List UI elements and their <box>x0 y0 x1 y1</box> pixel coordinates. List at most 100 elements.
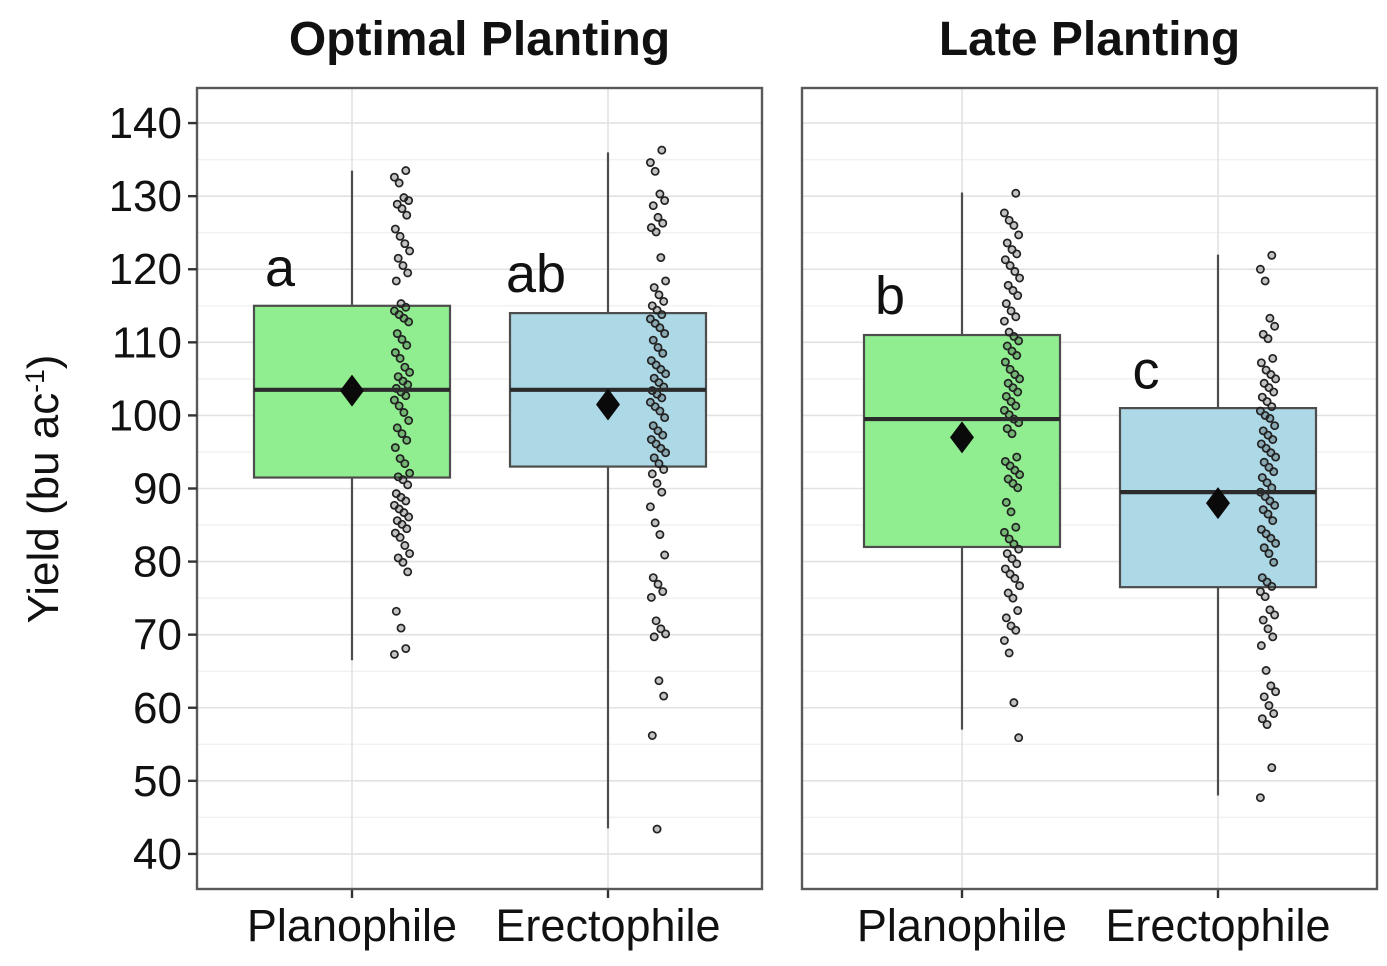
data-point <box>654 676 664 686</box>
data-point <box>395 231 405 241</box>
panel-title-optimal-planting: Optimal Planting <box>288 13 671 66</box>
data-point <box>394 401 404 411</box>
data-point <box>1260 592 1270 602</box>
data-point <box>1012 351 1022 360</box>
data-point <box>401 166 411 176</box>
data-point <box>392 329 402 339</box>
data-point <box>648 335 658 345</box>
data-point <box>659 296 669 306</box>
x-category-label: Planophile <box>857 900 1067 951</box>
mean-diamond <box>596 388 620 421</box>
data-point <box>1015 273 1025 283</box>
data-point <box>404 416 414 425</box>
data-point <box>405 246 415 256</box>
data-point <box>653 579 663 589</box>
data-point <box>1014 544 1024 554</box>
data-point <box>397 334 407 344</box>
data-point <box>1267 581 1277 591</box>
data-point <box>1262 720 1272 730</box>
data-point <box>1264 549 1274 558</box>
data-point <box>1255 264 1265 274</box>
y-tick-label: 110 <box>112 318 182 367</box>
data-point <box>402 524 412 534</box>
data-point <box>651 227 661 237</box>
data-point <box>1267 250 1277 260</box>
data-point <box>660 413 670 423</box>
data-point <box>1271 687 1281 697</box>
y-tick-label: 100 <box>109 391 182 440</box>
data-point <box>1000 255 1010 265</box>
data-point <box>1259 543 1269 553</box>
data-point <box>1268 353 1278 363</box>
data-point <box>1266 681 1276 691</box>
data-point <box>653 342 663 352</box>
data-point <box>1265 313 1275 323</box>
data-point <box>1263 334 1273 344</box>
data-point <box>397 204 407 214</box>
data-point <box>1013 387 1023 397</box>
data-point <box>1011 188 1021 198</box>
data-point <box>392 423 402 433</box>
data-point <box>390 348 400 358</box>
data-point <box>398 261 408 271</box>
y-tick-label: 140 <box>109 99 182 148</box>
data-point <box>661 448 671 458</box>
data-point <box>655 530 665 539</box>
data-point <box>649 632 659 642</box>
data-point <box>391 276 401 286</box>
data-point <box>999 636 1009 645</box>
data-point <box>396 623 406 633</box>
data-point <box>655 406 665 416</box>
data-point <box>1268 435 1278 444</box>
data-point <box>661 276 671 286</box>
data-point <box>660 196 670 205</box>
data-point <box>649 283 659 292</box>
data-point <box>1013 291 1023 301</box>
data-point <box>656 253 666 263</box>
data-point <box>403 268 413 278</box>
data-point <box>1006 306 1016 316</box>
data-point <box>1013 483 1023 493</box>
data-point <box>655 323 665 333</box>
data-point <box>1010 573 1020 583</box>
data-point <box>649 453 659 463</box>
data-point <box>654 290 664 300</box>
data-point <box>999 208 1009 218</box>
data-point <box>404 512 414 522</box>
data-point <box>647 731 657 740</box>
data-point <box>1263 624 1273 634</box>
data-point <box>1012 452 1022 462</box>
data-point <box>657 487 667 497</box>
data-point <box>1014 336 1024 346</box>
x-category-label: Erectophile <box>1105 900 1330 951</box>
data-point <box>658 348 668 358</box>
data-point <box>1269 467 1279 477</box>
panel-border <box>800 86 1379 891</box>
data-point <box>401 644 411 654</box>
data-point <box>394 178 404 188</box>
x-category-label: Planophile <box>247 900 457 951</box>
data-point <box>1257 714 1267 724</box>
data-point <box>1013 606 1023 616</box>
data-point <box>1009 698 1019 708</box>
data-point <box>657 393 667 403</box>
data-point <box>403 480 413 490</box>
data-point <box>1255 793 1265 803</box>
data-point <box>647 469 657 479</box>
y-tick-label: 50 <box>133 757 182 806</box>
mean-diamond <box>950 421 974 454</box>
data-point <box>1009 220 1019 230</box>
data-point <box>648 573 658 583</box>
data-point <box>1015 470 1025 480</box>
data-point <box>1014 733 1024 743</box>
data-point <box>395 353 405 363</box>
data-point <box>661 369 671 379</box>
data-point <box>1261 666 1271 675</box>
data-point <box>1268 632 1278 642</box>
data-point <box>658 218 668 228</box>
data-point <box>1259 692 1269 702</box>
data-point <box>401 302 411 312</box>
y-tick-label: 130 <box>109 172 182 221</box>
significance-letter: ab <box>506 244 566 304</box>
